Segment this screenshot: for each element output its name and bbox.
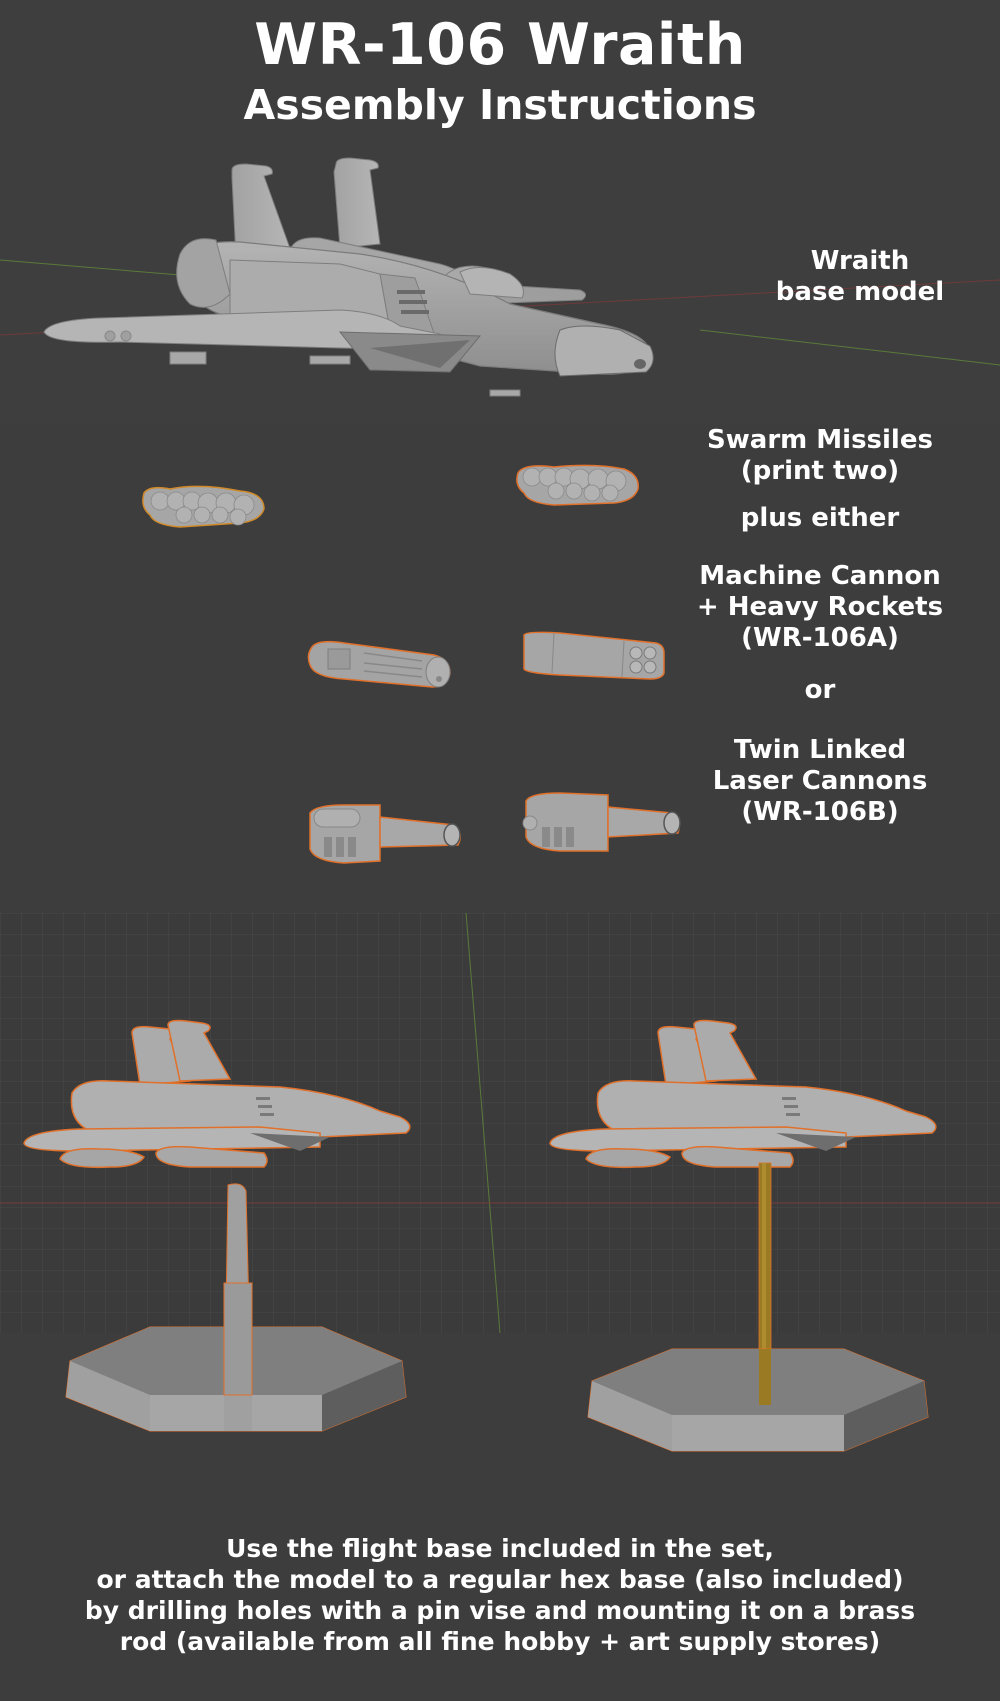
option-a-label-line-1: Machine Cannon [699,561,941,591]
option-b-label-line-3: (WR-106B) [741,797,899,827]
option-a-label-line-3: (WR-106A) [741,623,899,653]
option-b-label-line-1: Twin Linked [733,735,907,765]
machine-cannon-part [307,640,451,688]
hex-base-with-brass-rod [587,1162,929,1452]
mounting-section [0,912,1000,1513]
weapon-parts-section: Swarm Missiles (print two) plus either M… [0,425,1000,913]
viewport-axis-lines-lower [0,912,1000,1334]
footer-section: Use the flight base included in the set,… [0,1513,1000,1701]
footer-instructions: Use the flight base included in the set,… [0,1533,1000,1657]
page-subtitle: Assembly Instructions [243,81,757,129]
base-model-section: Wraith base model [0,140,1000,425]
swarm-missiles-label: Swarm Missiles (print two) [660,425,980,487]
footer-line-1: Use the flight base included in the set, [226,1534,774,1563]
swarm-missiles-part-right [516,464,639,506]
base-model-label: Wraith base model [700,246,1000,308]
flight-base-left [65,1183,407,1432]
footer-line-2: or attach the model to a regular hex bas… [96,1565,904,1594]
plus-either-label: plus either [740,503,900,533]
swarm-missiles-label-line-2: (print two) [740,456,900,486]
base-model-label-line-2: base model [775,277,945,307]
title-section: WR-106 Wraith Assembly Instructions [0,0,1000,140]
base-model-label-line-1: Wraith [810,246,910,276]
wraith-base-model-render [43,157,654,397]
swarm-missiles-part-left [142,485,265,528]
laser-cannon-part-left [309,804,461,864]
assembled-ship-right [549,1019,937,1169]
laser-cannon-part-right [522,792,681,852]
assembled-ship-left [23,1019,411,1169]
option-a-label-line-2: + Heavy Rockets [696,592,944,622]
footer-line-3: by drilling holes with a pin vise and mo… [84,1596,916,1625]
option-b-label-line-2: Laser Cannons [712,766,928,796]
heavy-rockets-part [523,631,665,680]
or-label: or [804,675,836,705]
option-a-label: Machine Cannon + Heavy Rockets (WR-106A) [660,561,980,654]
footer-line-4: rod (available from all fine hobby + art… [119,1627,881,1656]
page-title: WR-106 Wraith [254,12,746,78]
option-b-label: Twin Linked Laser Cannons (WR-106B) [660,735,980,828]
swarm-missiles-label-line-1: Swarm Missiles [707,425,933,455]
